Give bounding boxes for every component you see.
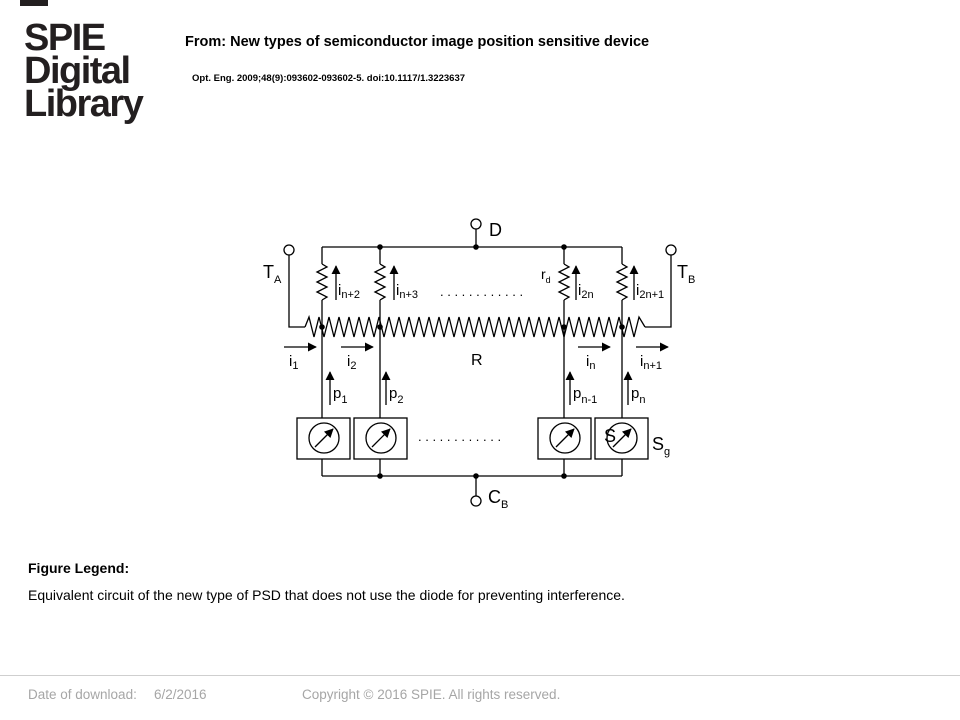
photo-current-label-4: pn: [631, 385, 645, 406]
current-source-3: [537, 417, 592, 460]
lower-current-label-1: i1: [289, 353, 298, 372]
ellipsis-bottom: . . . . . . . . . . . .: [418, 429, 501, 444]
citation: Opt. Eng. 2009;48(9):093602-093602-5. do…: [192, 73, 466, 84]
logo-line-2: Digital: [24, 50, 131, 92]
label-d: D: [489, 220, 502, 240]
terminal-d: [470, 218, 482, 230]
upper-current-label-2: in+3: [396, 282, 418, 301]
current-source-1: [296, 417, 351, 460]
label-s: S: [604, 426, 616, 446]
source-title: From: New types of semiconductor image p…: [185, 34, 650, 50]
figure-legend-heading: Figure Legend:: [28, 560, 130, 576]
ta-lead: [288, 255, 305, 328]
logo-line-3: Library: [24, 83, 144, 125]
upper-current-label-4: i2n+1: [636, 282, 664, 301]
current-source-4: [594, 417, 649, 460]
footer-divider: [0, 675, 960, 676]
tb-lead: [645, 255, 672, 328]
label-tb: TB: [677, 262, 695, 286]
corner-mark: [20, 0, 48, 6]
photo-current-label-2: p2: [389, 385, 403, 406]
label-r: R: [471, 352, 483, 369]
label-ta: TA: [263, 262, 282, 286]
terminal-cb: [470, 495, 482, 507]
upper-current-label-3: i2n: [578, 282, 594, 301]
photo-current-label-1: p1: [333, 385, 347, 406]
top-resistor-3: [557, 247, 571, 327]
top-resistor-1: [315, 247, 329, 327]
photo-current-label-3: pn-1: [573, 385, 597, 406]
resistor-r: [304, 314, 646, 338]
logo-line-1: SPIE: [24, 17, 106, 59]
ellipsis-top: . . . . . . . . . . . .: [440, 284, 523, 299]
current-source-2: [353, 417, 408, 460]
lower-current-label-3: in: [586, 353, 595, 372]
label-sg: Sg: [652, 434, 670, 458]
terminal-ta: [283, 244, 295, 256]
copyright-notice: Copyright © 2016 SPIE. All rights reserv…: [302, 687, 561, 702]
lower-current-label-2: i2: [347, 353, 356, 372]
download-date-label: Date of download:: [28, 687, 137, 702]
figure-legend-text: Equivalent circuit of the new type of PS…: [28, 587, 625, 603]
spie-digital-library-logo: SPIE Digital Library: [24, 17, 144, 125]
junction-dots: [319, 244, 625, 479]
download-date: 6/2/2016: [154, 687, 207, 702]
upper-current-label-1: in+2: [338, 282, 360, 301]
top-resistor-2: [373, 247, 387, 327]
top-resistor-4: [615, 247, 629, 327]
lower-current-label-4: in+1: [640, 353, 662, 372]
label-cb: CB: [488, 487, 508, 511]
terminal-tb: [665, 244, 677, 256]
label-rd: rd: [541, 266, 551, 285]
